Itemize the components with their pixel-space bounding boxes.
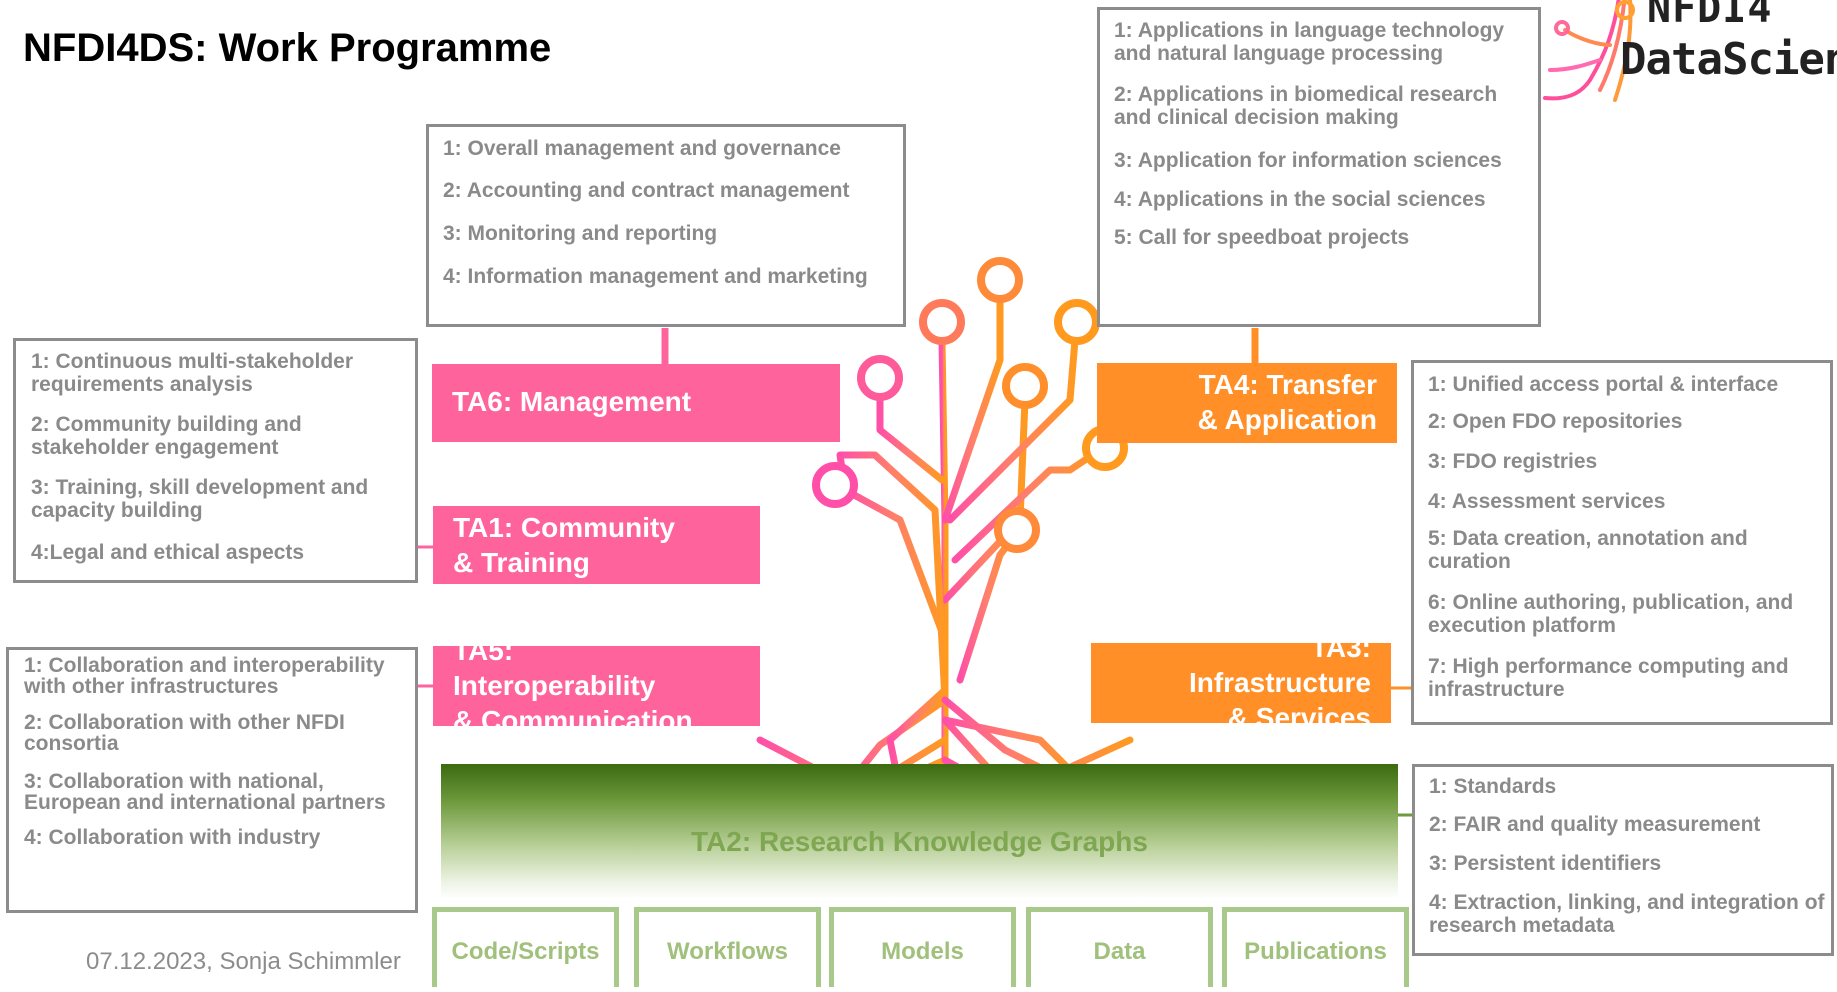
ta6-description-box: 1: Overall management and governance 2: …: [426, 124, 906, 327]
ta5-item-3: 3: Collaboration with national, European…: [24, 770, 386, 814]
ta3-item-7: 7: High performance computing and infras…: [1428, 655, 1789, 701]
tree-node-icon: [857, 355, 903, 401]
ta6-item-3: 3: Monitoring and reporting: [443, 222, 718, 245]
ta1-description-box: 1: Continuous multi-stakeholder requirem…: [13, 338, 418, 583]
ta4-description-box: 1: Applications in language technology a…: [1097, 7, 1541, 327]
chip-workflows: Workflows: [634, 907, 821, 987]
ta5-label-line2: Interoperability: [453, 670, 656, 701]
chip-models: Models: [829, 907, 1016, 987]
nfdi4ds-logo: NFDI4 DataScience: [1540, 0, 1837, 110]
ta6-item-4: 4: Information management and marketing: [443, 265, 868, 288]
ta3-label: TA3: Infrastructure & Services: [1091, 643, 1391, 723]
chip-code-scripts: Code/Scripts: [432, 907, 619, 987]
ta1-label: TA1: Community & Training: [433, 506, 760, 584]
ta6-label-text: TA6: Management: [452, 386, 692, 417]
ta1-item-4: 4:Legal and ethical aspects: [31, 541, 305, 564]
ta2-ground-band: [441, 764, 1398, 899]
ta4-item-4: 4: Applications in the social sciences: [1114, 188, 1486, 211]
logo-line2: DataScience: [1620, 34, 1837, 85]
ta5-label-line1: TA5:: [453, 646, 514, 666]
tree-node-icon: [994, 507, 1040, 553]
ta3-label-line1: TA3:: [1310, 643, 1371, 663]
ta3-label-line3: & Services: [1227, 702, 1371, 723]
chip-data: Data: [1026, 907, 1213, 987]
ta3-item-2: 2: Open FDO repositories: [1428, 410, 1683, 433]
ta3-item-6: 6: Online authoring, publication, and ex…: [1428, 591, 1794, 637]
ta6-item-1: 1: Overall management and governance: [443, 137, 841, 160]
ta5-item-2: 2: Collaboration with other NFDI consort…: [24, 711, 345, 755]
ta4-item-1: 1: Applications in language technology a…: [1114, 19, 1505, 65]
ta3-item-4: 4: Assessment services: [1428, 490, 1666, 513]
logo-tree-icon: [1543, 0, 1635, 102]
ta3-item-1: 1: Unified access portal & interface: [1428, 373, 1779, 396]
ta2-label: TA2: Research Knowledge Graphs: [691, 826, 1148, 857]
ta4-item-3: 3: Application for information sciences: [1114, 149, 1502, 172]
chip-publications: Publications: [1222, 907, 1409, 987]
ta5-label: TA5: Interoperability & Communication: [433, 646, 760, 726]
ta4-item-5: 5: Call for speedboat projects: [1114, 226, 1410, 249]
tree-node-icon: [812, 462, 858, 508]
footer-date-author: 07.12.2023, Sonja Schimmler: [86, 948, 401, 975]
ta1-label-line1: TA1: Community: [453, 512, 675, 543]
ta2-item-4: 4: Extraction, linking, and integration …: [1429, 891, 1825, 937]
ta5-item-4: 4: Collaboration with industry: [24, 826, 321, 849]
ta1-item-3: 3: Training, skill development and capac…: [31, 476, 369, 522]
ta1-label-line2: & Training: [453, 547, 590, 578]
ta3-label-line2: Infrastructure: [1188, 667, 1371, 698]
tree-node-icon: [1054, 299, 1100, 345]
ta2-item-3: 3: Persistent identifiers: [1429, 852, 1662, 875]
ta4-item-2: 2: Applications in biomedical research a…: [1114, 83, 1498, 129]
ta4-label: TA4: Transfer & Application: [1097, 363, 1397, 443]
ta2-item-1: 1: Standards: [1429, 775, 1557, 798]
tree-node-icon: [919, 299, 965, 345]
ta1-item-1: 1: Continuous multi-stakeholder requirem…: [31, 350, 354, 396]
ta1-item-2: 2: Community building and stakeholder en…: [31, 413, 302, 459]
ta4-label-line1: TA4: Transfer: [1198, 369, 1377, 400]
ta5-item-1: 1: Collaboration and interoperability wi…: [24, 654, 385, 698]
ta6-item-2: 2: Accounting and contract management: [443, 179, 850, 202]
ta6-label: TA6: Management: [432, 364, 840, 442]
tree-node-icon: [977, 257, 1023, 303]
ta5-label-line3: & Communication: [453, 705, 693, 726]
ta3-item-5: 5: Data creation, annotation and curatio…: [1428, 527, 1748, 573]
ta4-label-line2: & Application: [1197, 404, 1377, 435]
tree-node-icon: [1002, 363, 1048, 409]
ta2-description-box: 1: Standards 2: FAIR and quality measure…: [1412, 764, 1834, 956]
logo-line1: NFDI4: [1647, 0, 1773, 32]
ta3-description-box: 1: Unified access portal & interface 2: …: [1411, 360, 1833, 725]
ta2-item-2: 2: FAIR and quality measurement: [1429, 813, 1761, 836]
page-title: NFDI4DS: Work Programme: [23, 26, 552, 70]
ta5-description-box: 1: Collaboration and interoperability wi…: [6, 647, 418, 913]
ta3-item-3: 3: FDO registries: [1428, 450, 1598, 473]
